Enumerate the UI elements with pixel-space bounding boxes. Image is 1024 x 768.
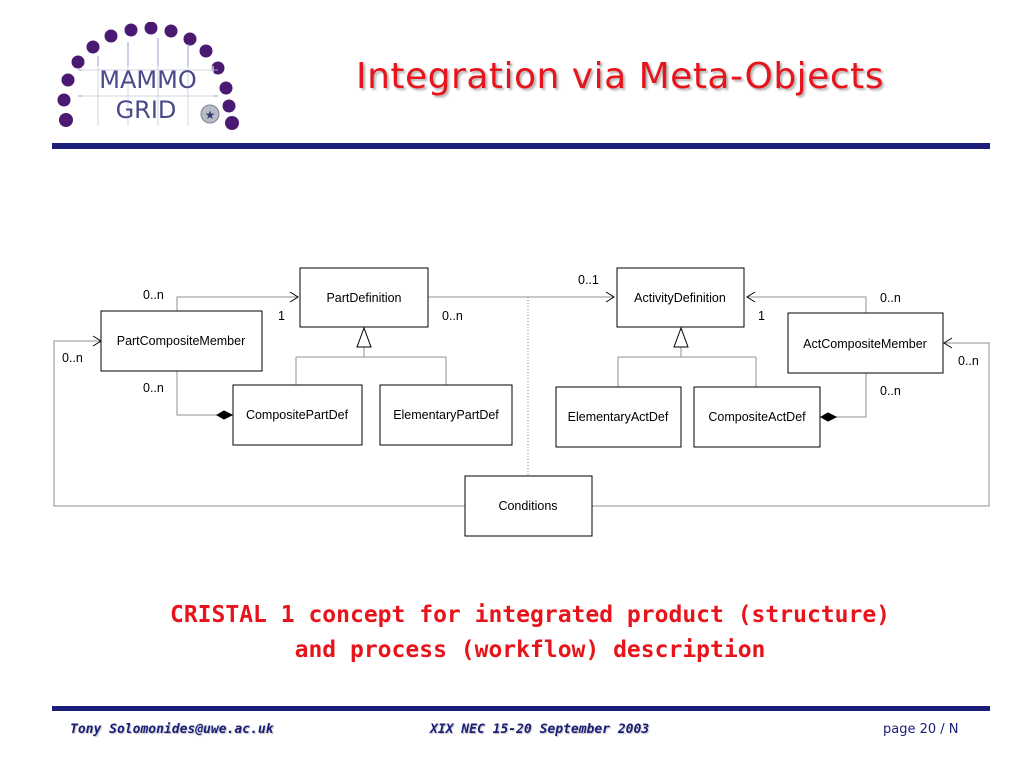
box-composite-act-def (693, 386, 821, 448)
assoc-left-loop (53, 340, 465, 507)
mult-pcm-pd: 0..n (143, 288, 164, 302)
eu-star-icon: ★ (200, 104, 220, 124)
footer-divider (52, 706, 990, 711)
box-activity-definition (616, 267, 745, 328)
footer-page-number: page 20 / N (883, 722, 959, 737)
caption-line-1: CRISTAL 1 concept for integrated product… (169, 602, 891, 628)
footer-event: XIX NEC 15-20 September 2003 (430, 722, 650, 737)
label-act-composite-member: ActCompositeMember (803, 337, 927, 351)
logo-text-mammo: MAMMO (99, 66, 196, 94)
mammogrid-logo: MAMMO GRID ★ (57, 22, 239, 130)
label-elementary-act-def: ElementaryActDef (568, 410, 669, 424)
footer-author: Tony Solomonides@uwe.ac.uk (70, 722, 274, 737)
box-part-composite-member (100, 310, 263, 372)
generalization-triangle-part (356, 326, 372, 348)
svg-text:★: ★ (205, 108, 216, 122)
label-part-composite-member: PartCompositeMember (117, 334, 246, 348)
logo-text-grid: GRID (116, 96, 177, 124)
header-divider (52, 143, 990, 149)
box-elementary-act-def (555, 386, 682, 448)
assoc-acm-ad (747, 296, 867, 313)
assoc-pcm-pd (176, 296, 298, 311)
box-composite-part-def (232, 384, 363, 446)
label-activity-definition: ActivityDefinition (634, 291, 726, 305)
mult-pd-ad: 0..n (442, 309, 463, 323)
label-composite-act-def: CompositeActDef (708, 410, 806, 424)
box-conditions (464, 475, 593, 537)
label-conditions: Conditions (498, 499, 557, 513)
mult-right-loop: 0..n (958, 354, 979, 368)
box-act-composite-member (787, 312, 944, 374)
label-elementary-part-def: ElementaryPartDef (393, 408, 499, 422)
box-part-definition (299, 267, 429, 328)
mult-acm-cad: 0..n (880, 384, 901, 398)
box-elementary-part-def (379, 384, 513, 446)
mult-pcm-cpd: 0..n (143, 381, 164, 395)
assoc-right-loop (592, 342, 990, 507)
assoc-pcm-cpd (176, 371, 220, 416)
composition-diamond-part (215, 410, 234, 420)
label-part-definition: PartDefinition (326, 291, 401, 305)
caption: CRISTAL 1 concept for integrated product… (110, 598, 950, 668)
mult-left-loop: 0..n (62, 351, 83, 365)
mult-ad-one: 1 (758, 309, 765, 323)
mult-ad-top: 0..1 (578, 273, 599, 287)
page-title: Integration via Meta-Objects (355, 56, 884, 97)
composition-diamond-activity (819, 412, 838, 422)
mult-pd-one: 1 (278, 309, 285, 323)
assoc-acm-cad (834, 373, 867, 418)
caption-line-2: and process (workflow) description (294, 637, 766, 663)
mult-acm-ad: 0..n (880, 291, 901, 305)
generalization-triangle-activity (673, 326, 689, 348)
label-composite-part-def: CompositePartDef (246, 408, 349, 422)
